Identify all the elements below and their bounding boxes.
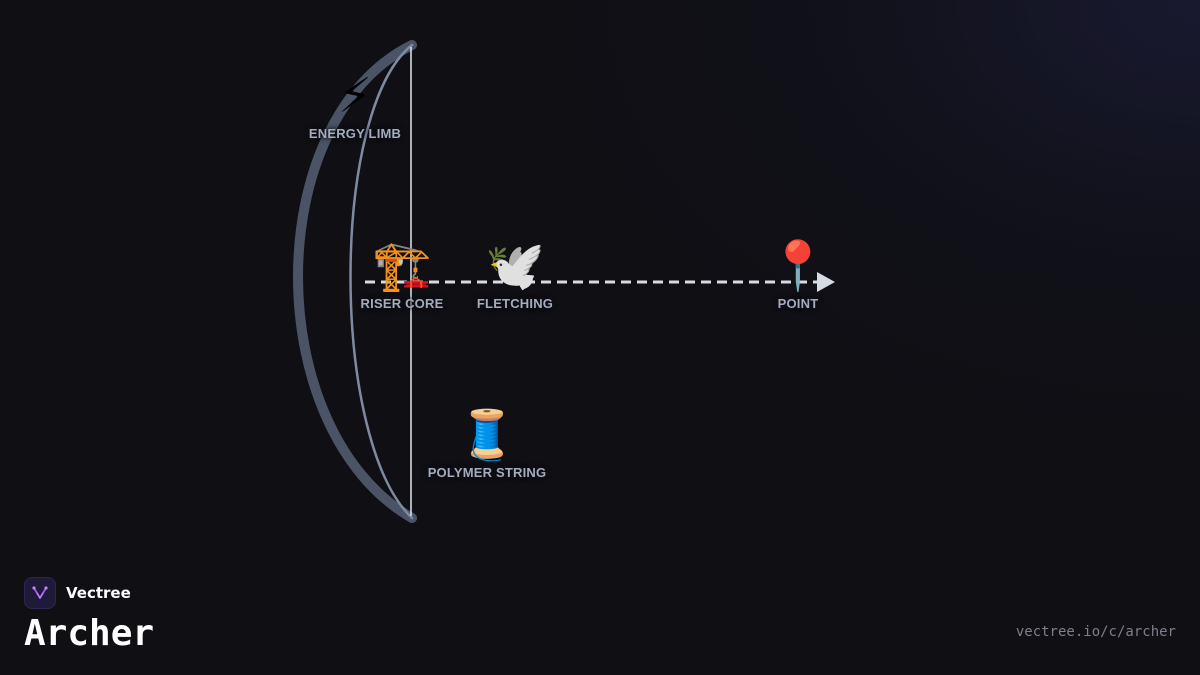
bow-limb-inner [349,43,414,520]
page-title: Archer [24,613,155,654]
crane-icon: 🏗️ [372,238,432,294]
part-point: 📍 POINT [698,238,898,311]
part-energy-limb: ⚡ ENERGY LIMB [255,68,455,141]
vectree-logo-icon [24,577,56,609]
part-label: ENERGY LIMB [308,126,402,141]
arrow-head [817,272,835,292]
part-label: POINT [777,296,819,311]
lightning-icon: ⚡ [338,68,372,124]
part-fletching: 🕊️ FLETCHING [415,238,615,311]
part-label: POLYMER STRING [427,465,547,480]
pin-icon: 📍 [768,238,828,294]
bow-limb [293,40,417,523]
part-polymer-string: 🧵 POLYMER STRING [387,407,587,480]
thread-icon: 🧵 [457,407,517,463]
source-url[interactable]: vectree.io/c/archer [1015,624,1176,640]
part-label: RISER CORE [360,296,444,311]
part-label: FLETCHING [476,296,554,311]
brand: Vectree [24,577,131,609]
brand-name: Vectree [66,584,131,602]
part-riser-core: 🏗️ RISER CORE [302,238,502,311]
dove-icon: 🕊️ [485,238,545,294]
